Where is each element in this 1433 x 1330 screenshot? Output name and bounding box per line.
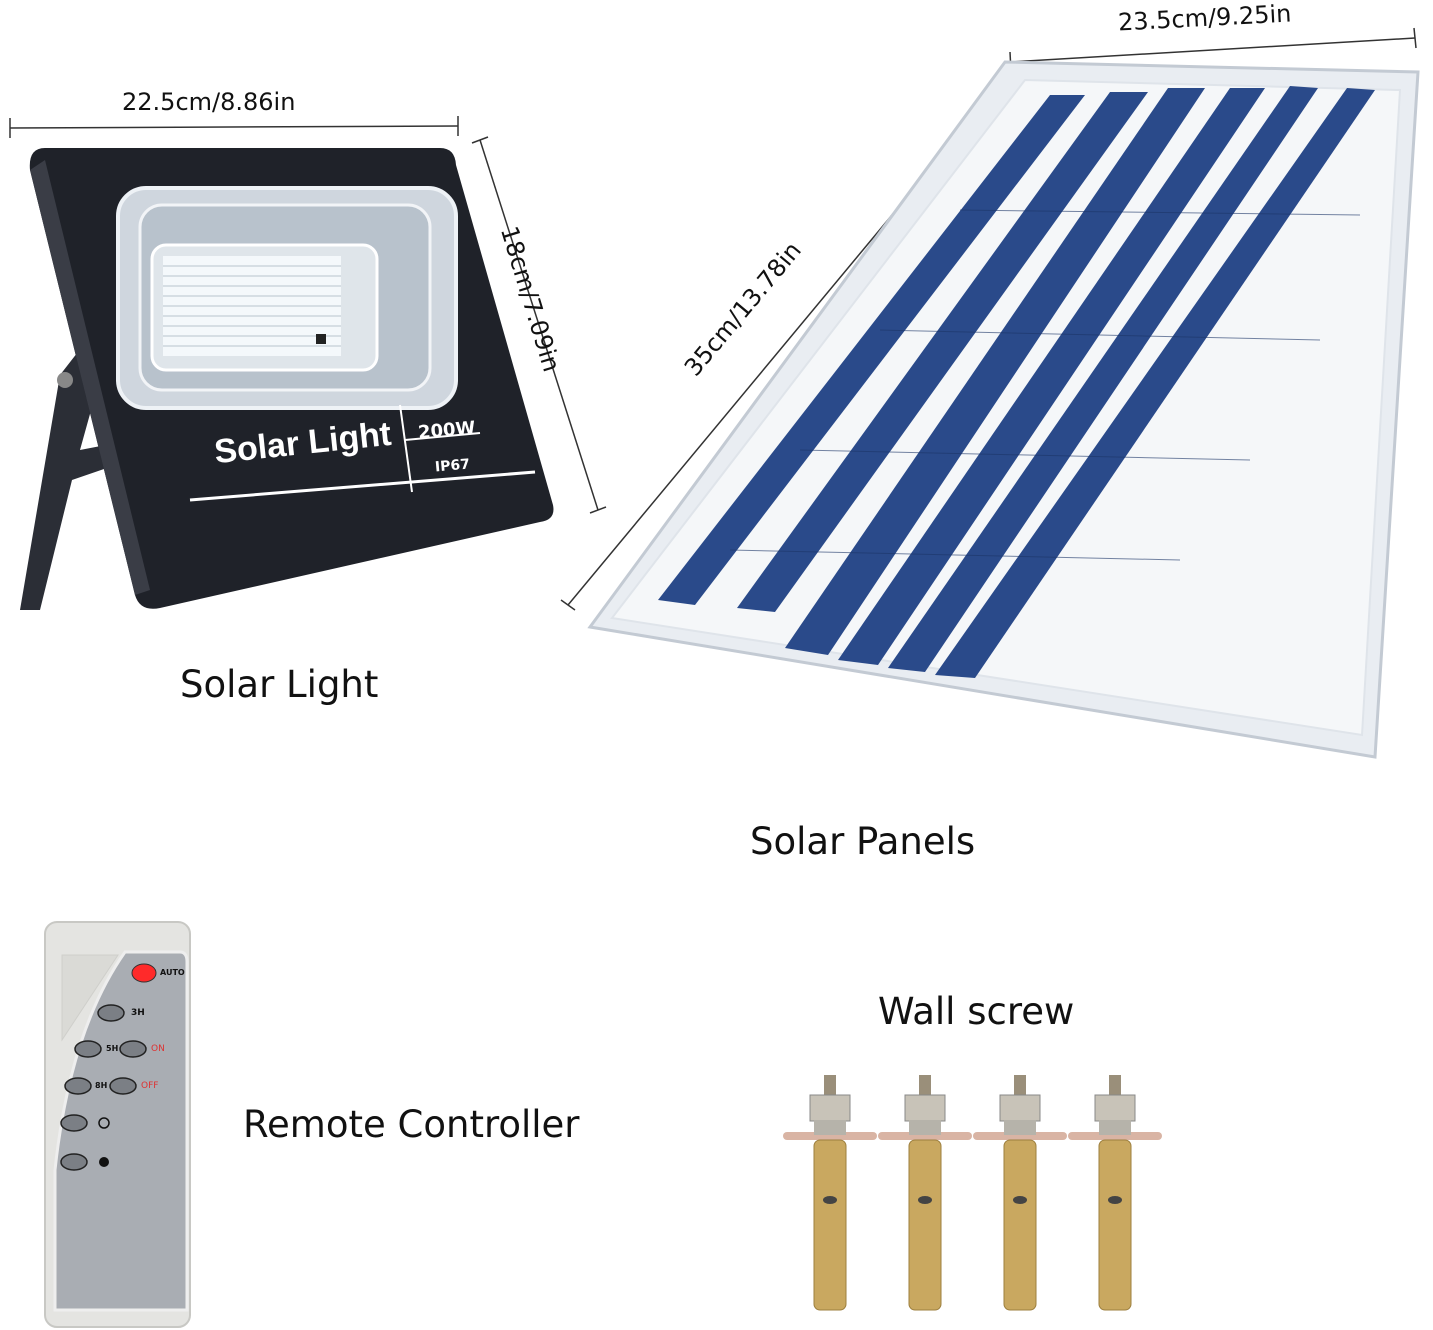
light-stand	[20, 330, 132, 610]
remote-buttons	[60, 963, 157, 1171]
3h-button	[97, 1004, 125, 1022]
screw	[878, 1075, 972, 1311]
remote-controller	[44, 921, 191, 1328]
auto-button	[131, 963, 157, 983]
on-button	[119, 1040, 147, 1058]
on-label: ON	[151, 1044, 165, 1054]
solar-light-body	[29, 148, 554, 609]
caption-wall-screw: Wall screw	[878, 990, 1075, 1033]
off-button	[109, 1077, 137, 1095]
screw	[1068, 1075, 1162, 1311]
light-dimension-lines	[9, 116, 607, 514]
8h-button	[64, 1077, 92, 1095]
8h-label: 8H	[95, 1081, 108, 1090]
caption-solar-panels: Solar Panels	[750, 820, 976, 863]
solar-panel	[587, 60, 1420, 759]
brightness-down-button	[60, 1153, 88, 1171]
3h-label: 3H	[131, 1008, 145, 1018]
screw	[783, 1075, 877, 1311]
screw	[973, 1075, 1067, 1311]
wall-screws	[783, 1075, 1162, 1311]
brightness-up-button	[60, 1114, 88, 1132]
off-label: OFF	[141, 1081, 159, 1091]
sun-dim-icon	[99, 1157, 109, 1167]
light-rating: IP67	[434, 456, 471, 476]
auto-label: AUTO	[160, 968, 185, 977]
light-width-label: 22.5cm/8.86in	[122, 88, 296, 116]
5h-button	[74, 1040, 102, 1058]
panel-cells	[658, 86, 1375, 678]
caption-solar-light: Solar Light	[180, 663, 379, 706]
sun-bright-icon	[98, 1117, 110, 1129]
5h-label: 5H	[106, 1044, 119, 1053]
caption-remote-controller: Remote Controller	[243, 1103, 580, 1146]
